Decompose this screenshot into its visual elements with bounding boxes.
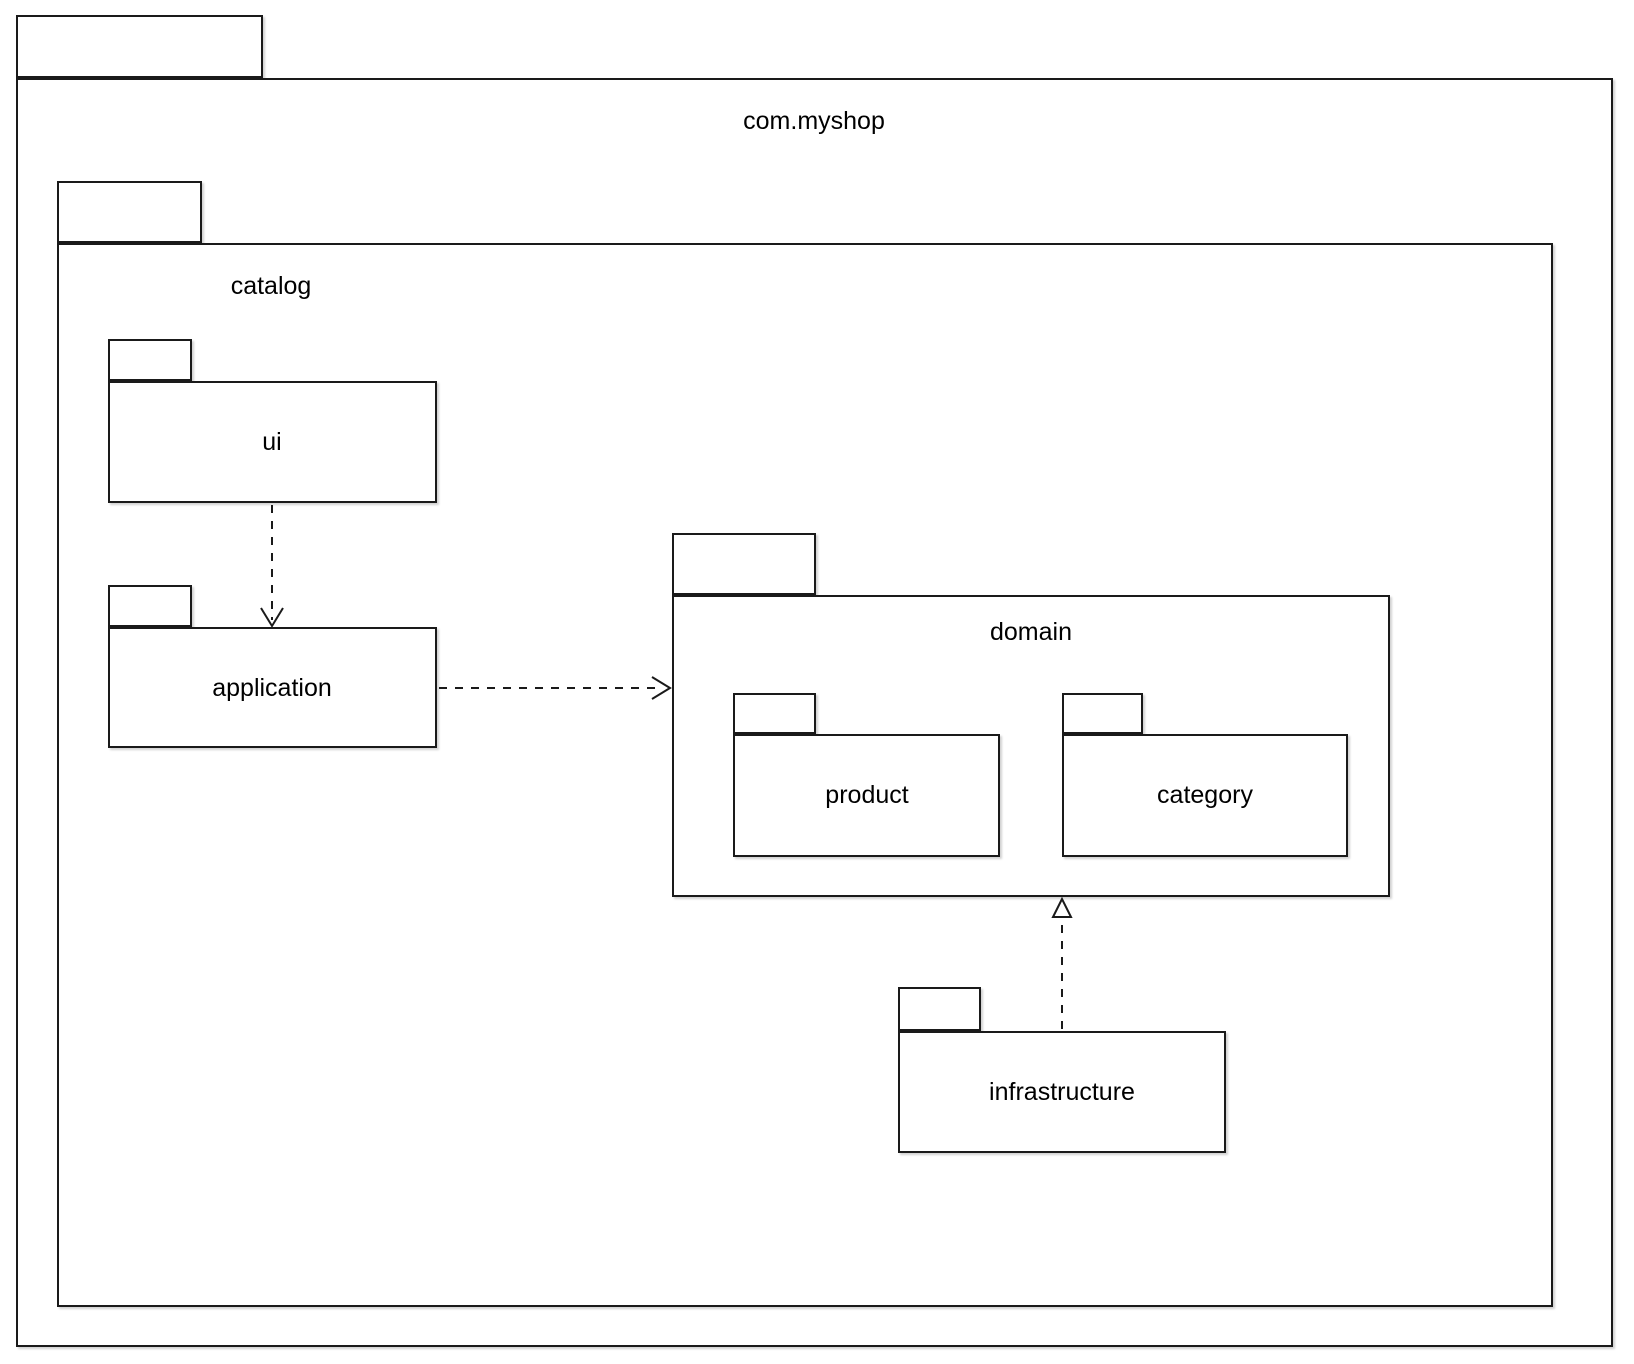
package-catalog-tab[interactable]: [57, 181, 202, 243]
package-com-myshop-tab[interactable]: [16, 15, 263, 78]
package-product-label: product: [825, 781, 909, 809]
package-application-label: application: [212, 674, 332, 702]
package-product-body[interactable]: [733, 734, 1000, 857]
package-domain-tab[interactable]: [672, 533, 816, 595]
realization-arrow-infrastructure-domain[interactable]: [1051, 896, 1073, 1029]
package-category-body[interactable]: [1062, 734, 1348, 857]
package-infrastructure[interactable]: infrastructure: [898, 987, 1226, 1153]
package-com-myshop-label: com.myshop: [743, 107, 885, 135]
package-ui[interactable]: ui: [108, 339, 437, 503]
package-infrastructure-body[interactable]: [898, 1031, 1226, 1153]
package-product-tab[interactable]: [733, 693, 816, 734]
package-application[interactable]: application: [108, 585, 437, 748]
package-catalog-label: catalog: [230, 272, 312, 300]
package-infrastructure-tab[interactable]: [898, 987, 981, 1031]
package-category-tab[interactable]: [1062, 693, 1143, 734]
package-ui-label: ui: [262, 428, 282, 456]
dependency-arrow-application-domain[interactable]: [439, 676, 672, 700]
package-product[interactable]: product: [733, 693, 1000, 857]
package-domain-label: domain: [990, 618, 1072, 646]
package-category[interactable]: category: [1062, 693, 1348, 857]
package-application-body[interactable]: [108, 627, 437, 748]
package-category-label: category: [1157, 781, 1253, 809]
package-ui-tab[interactable]: [108, 339, 192, 381]
package-infrastructure-label: infrastructure: [989, 1078, 1135, 1106]
package-ui-body[interactable]: [108, 381, 437, 503]
package-application-tab[interactable]: [108, 585, 192, 627]
dependency-arrow-ui-application[interactable]: [260, 505, 284, 628]
